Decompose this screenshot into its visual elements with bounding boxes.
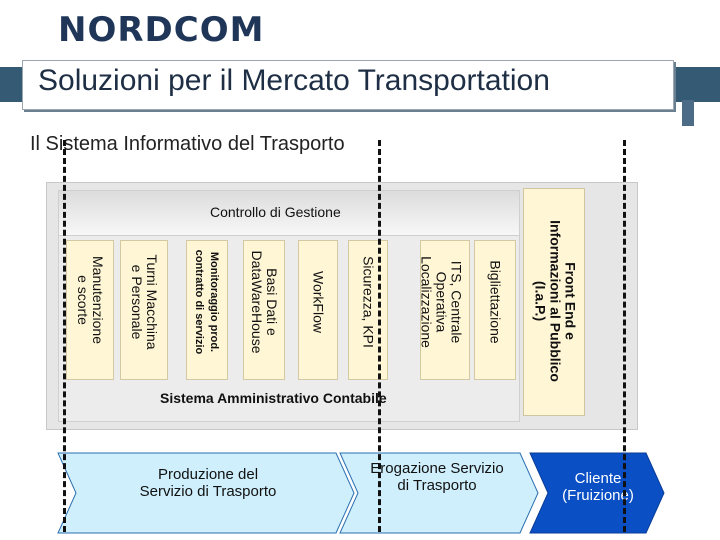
module-column [66,240,114,380]
module-column [474,240,516,380]
separator-line [378,140,381,532]
front-end-box [523,188,585,416]
module-column [243,240,285,380]
control-band [58,190,520,236]
admin-label: Sistema Amministrativo Contabile [160,390,387,406]
module-column [298,240,338,380]
slide-title: Soluzioni per il Mercato Transportation [38,64,550,97]
module-column [120,240,168,380]
banner-stub [682,100,694,126]
control-label: Controllo di Gestione [210,204,341,220]
title-box [22,60,674,110]
production-label: Produzione del Servizio di Trasporto [139,466,277,500]
module-column [186,240,228,380]
module-column [420,240,470,380]
separator-line [63,140,66,532]
module-column [348,240,388,380]
slide-subtitle: Il Sistema Informativo del Trasporto [30,133,345,155]
delivery-label: Erogazione Servizio di Trasporto [370,460,504,494]
client-label: Cliente (Fruizione) [562,470,634,504]
logo-text: NORDCOM [58,10,265,50]
nordcom-logo: NORDCOM [58,8,264,52]
separator-line [623,140,626,532]
